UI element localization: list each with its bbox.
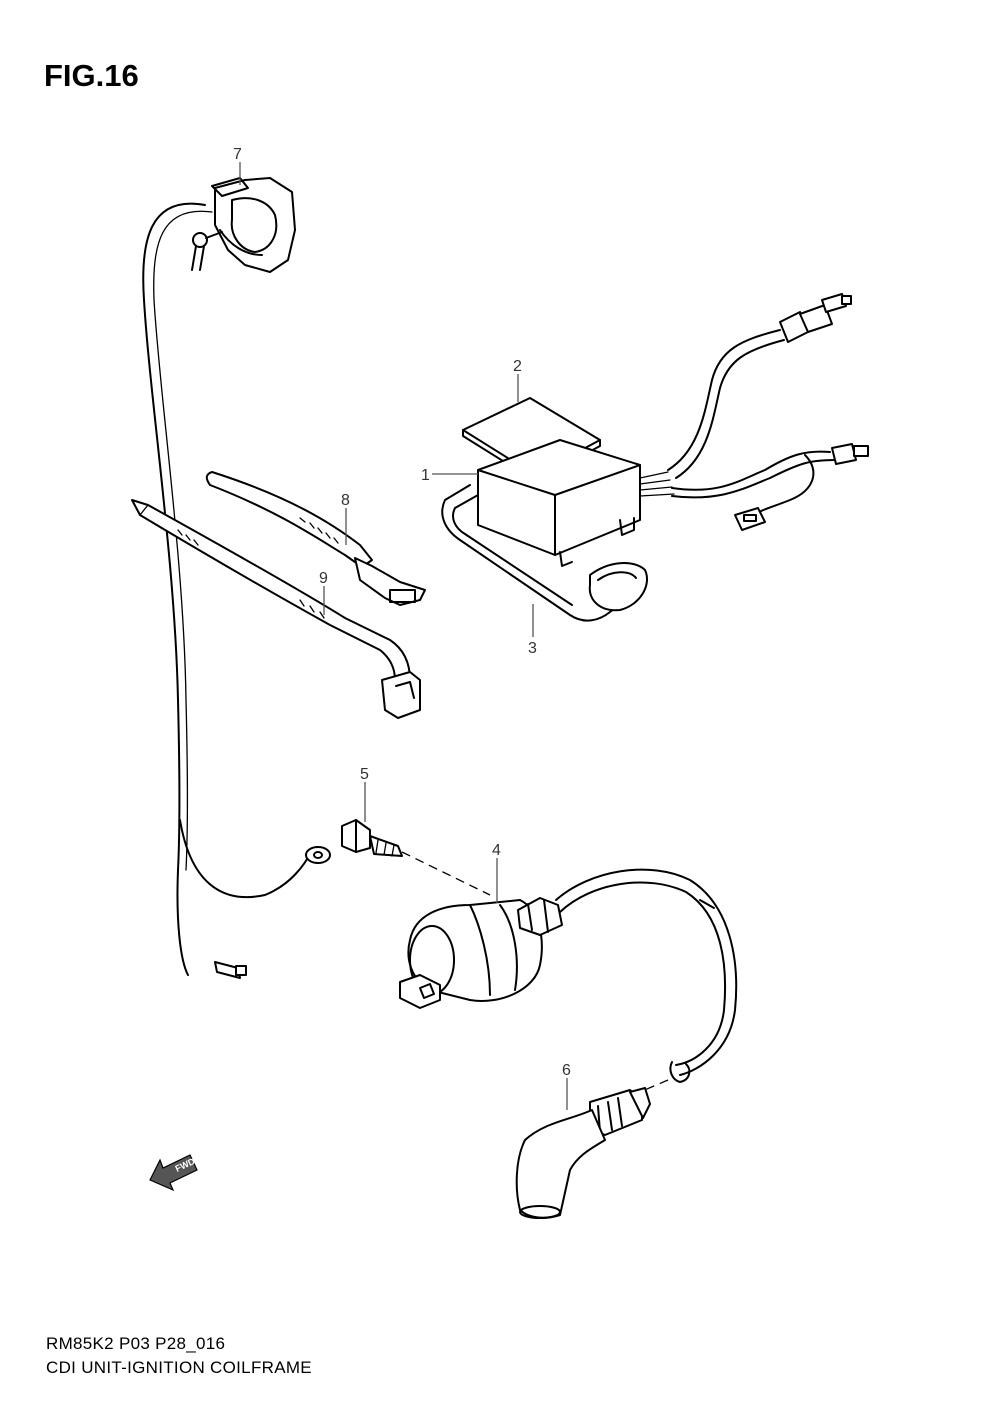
cdi-output-wires — [667, 293, 869, 531]
flat-connector — [734, 507, 766, 531]
callout-2: 2 — [513, 358, 522, 375]
clamp-body — [191, 177, 296, 273]
figure-title: FIG.16 — [44, 58, 139, 93]
callout-5: 5 — [360, 766, 369, 783]
part-5-bolt — [341, 819, 403, 857]
part-4-ignition-coil — [399, 868, 738, 1083]
part-6-plug-cap — [515, 1087, 651, 1219]
part-1-cdi-unit — [477, 439, 675, 567]
callout-8: 8 — [341, 492, 350, 509]
spade-connector — [214, 961, 247, 979]
callout-1: 1 — [421, 467, 430, 484]
forward-direction-arrow: FWD — [149, 1154, 198, 1192]
round-connector — [831, 443, 869, 465]
callouts: 7 2 1 3 8 9 5 4 6 — [233, 146, 571, 1110]
bolt-alignment-line — [401, 851, 491, 896]
cap-alignment-line — [639, 1079, 669, 1093]
callout-9: 9 — [319, 570, 328, 587]
part-8-cable-tie — [205, 471, 426, 606]
diagram-code: RM85K2 P03 P28_016 — [46, 1334, 226, 1353]
ring-terminal — [305, 846, 331, 864]
upper-coupler — [779, 293, 852, 343]
diagram-caption: CDI UNIT-IGNITION COILFRAME — [46, 1358, 312, 1377]
callout-6: 6 — [562, 1062, 571, 1079]
callout-4: 4 — [492, 842, 501, 859]
part-3-rubber-holder — [441, 484, 648, 622]
part-7-clamp-harness — [142, 177, 331, 979]
callout-7: 7 — [233, 146, 242, 163]
callout-3: 3 — [528, 640, 537, 657]
part-9-clamp-band — [131, 499, 421, 719]
